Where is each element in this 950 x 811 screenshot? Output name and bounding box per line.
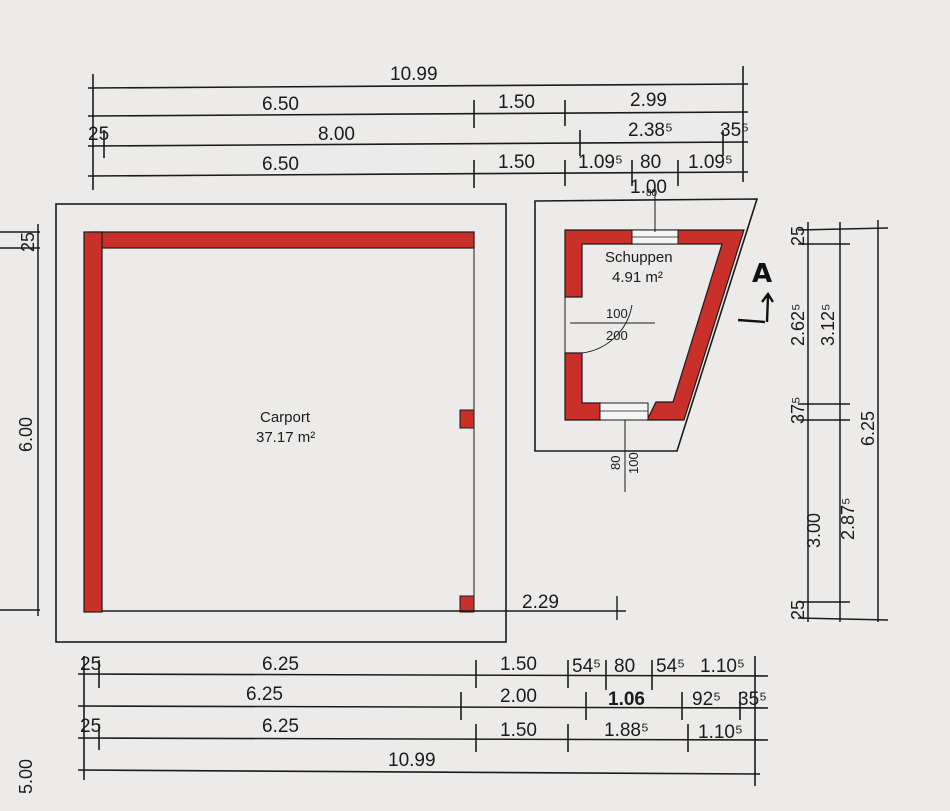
section-marker: A: [737, 259, 775, 324]
dim-shed-inner: 2.38⁵: [628, 120, 673, 141]
dim-wall-b: 35⁵: [720, 120, 749, 141]
shed-wall-lower: [564, 352, 601, 421]
bottom-dimensions: [77, 656, 769, 786]
door-swing: [581, 304, 633, 354]
dim-gap-2: 1.50: [498, 152, 535, 173]
dim-2-29: 2.29: [522, 592, 559, 613]
left-dimensions: [0, 224, 40, 616]
dim-right-375: 37⁵: [788, 397, 808, 424]
dim-right-wall-top: 25: [788, 226, 808, 246]
dim-carport-outer: 6.50: [262, 94, 299, 115]
door-height: 200: [606, 328, 628, 343]
shed-wall-upper: [564, 229, 745, 421]
dim-bottom-150-b: 1.50: [500, 720, 537, 741]
dim-bottom-625-a: 6.25: [262, 654, 299, 675]
dim-gap: 1.50: [498, 92, 535, 113]
dim-span-8: 8.00: [318, 124, 355, 145]
dim-bottom-1885: 1.88⁵: [604, 720, 649, 741]
dim-bottom-106: 1.06: [608, 689, 645, 710]
section-arrow-icon: [737, 291, 775, 324]
dim-bottom-355: 35⁵: [738, 689, 767, 710]
right-dimensions: [797, 220, 889, 622]
dim-carport-inner: 6.50: [262, 154, 299, 175]
shed: 100 200 Schuppen 4.91 m² 1.00 80 80 100: [534, 177, 759, 492]
dim-bottom-110-b: 1.10⁵: [698, 722, 743, 743]
dim-wall-a: 25: [88, 124, 109, 145]
dim-bottom-wall-b: 25: [80, 716, 101, 737]
dim-shed-outer: 2.99: [630, 90, 667, 111]
window-bottom-a: 80: [608, 456, 623, 470]
dim-right-262: 2.62⁵: [788, 304, 808, 347]
carport-post-mid: [459, 409, 475, 429]
dim-right-287: 2.87⁵: [838, 498, 858, 541]
carport-name: Carport: [260, 409, 311, 426]
carport: Carport 37.17 m² 2.29: [55, 203, 626, 643]
dim-bottom-200: 2.00: [500, 686, 537, 707]
dim-left-25: 25: [18, 232, 38, 252]
shed-roof-outline: [534, 198, 759, 452]
dim-bottom-wall-a: 25: [80, 654, 101, 675]
dim-bottom-625-c: 6.25: [262, 716, 299, 737]
right-dimension-labels: 25 2.62⁵ 37⁵ 3.00 25 3.12⁵ 2.87⁵ 6.25: [788, 226, 878, 620]
dim-right-625: 6.25: [858, 411, 878, 446]
dim-seg-b: 1.09⁵: [688, 152, 733, 173]
top-dimensions: [87, 66, 749, 190]
dim-right-wall-bottom: 25: [788, 600, 808, 620]
carport-post-corner: [459, 595, 475, 613]
dim-bottom-80: 80: [614, 656, 635, 677]
dim-right-300: 3.00: [804, 513, 824, 548]
carport-roof-outline: [55, 203, 507, 643]
shed-name: Schuppen: [605, 249, 673, 266]
dim-left-500: 5.00: [16, 759, 36, 794]
section-marker-label: A: [752, 259, 772, 289]
dim-left-600: 6.00: [16, 417, 36, 452]
window-top-label: 1.00: [630, 177, 667, 198]
window-bottom-b: 100: [626, 452, 641, 474]
dim-bottom-545-a: 54⁵: [572, 656, 601, 677]
bottom-dimension-labels: 25 6.25 1.50 54⁵ 80 54⁵ 1.10⁵ 6.25 2.00 …: [80, 654, 767, 771]
dim-seg-a: 1.09⁵: [578, 152, 623, 173]
dim-bottom-150-a: 1.50: [500, 654, 537, 675]
dim-window-80: 80: [640, 152, 661, 173]
dim-bottom-925: 92⁵: [692, 689, 721, 710]
dim-total-top: 10.99: [390, 64, 438, 85]
dim-bottom-total: 10.99: [388, 750, 436, 771]
shed-area: 4.91 m²: [612, 269, 663, 286]
left-dimension-labels: 25 6.00 5.00: [16, 232, 38, 794]
top-dimension-labels: 10.99 6.50 1.50 2.99 25 8.00 2.38⁵ 35⁵ 6…: [88, 64, 749, 175]
dim-right-312: 3.12⁵: [818, 304, 838, 347]
dim-bottom-545-b: 54⁵: [656, 656, 685, 677]
dim-bottom-110-a: 1.10⁵: [700, 656, 745, 677]
window-top-sub: 80: [646, 188, 658, 199]
carport-wall-top: [89, 231, 475, 249]
carport-area: 37.17 m²: [256, 429, 315, 446]
dim-bottom-625-b: 6.25: [246, 684, 283, 705]
shed-window-bottom: [599, 402, 649, 421]
door-width: 100: [606, 306, 628, 321]
carport-wall-left: [83, 231, 103, 613]
